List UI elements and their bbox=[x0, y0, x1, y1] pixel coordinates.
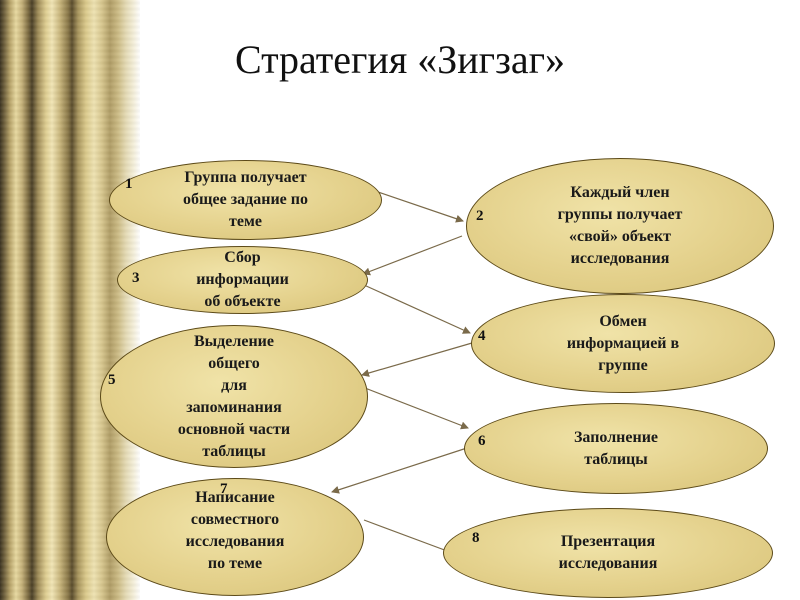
step-3-text: Сбор информации об объекте bbox=[196, 247, 289, 313]
step-8-number: 8 bbox=[472, 530, 480, 547]
step-4-text: Обмен информацией в группе bbox=[567, 311, 679, 377]
arrow-5-to-6 bbox=[365, 388, 468, 428]
step-5-oval: Выделение общего для запоминания основно… bbox=[100, 325, 368, 468]
step-6-oval: Заполнение таблицы bbox=[464, 403, 768, 494]
step-4-number: 4 bbox=[478, 328, 486, 345]
step-6-number: 6 bbox=[478, 433, 486, 450]
step-3-oval: Сбор информации об объекте bbox=[117, 246, 368, 314]
step-1-oval: Группа получает общее задание по теме bbox=[109, 160, 382, 240]
step-5-number: 5 bbox=[108, 372, 116, 389]
step-6-text: Заполнение таблицы bbox=[574, 427, 658, 471]
step-2-oval: Каждый член группы получает «свой» объек… bbox=[466, 158, 774, 294]
step-7-number: 7 bbox=[220, 481, 228, 498]
arrow-6-to-7 bbox=[332, 447, 470, 492]
step-8-text: Презентация исследования bbox=[559, 531, 658, 575]
step-4-oval: Обмен информацией в группе bbox=[471, 294, 775, 393]
step-2-number: 2 bbox=[476, 208, 484, 225]
step-5-text: Выделение общего для запоминания основно… bbox=[178, 331, 290, 463]
step-7-oval: Написание совместного исследования по те… bbox=[106, 478, 364, 596]
arrow-3-to-4 bbox=[364, 285, 470, 333]
arrow-2-to-3 bbox=[363, 236, 462, 274]
step-3-number: 3 bbox=[132, 270, 140, 287]
arrow-4-to-5 bbox=[362, 343, 472, 375]
step-8-oval: Презентация исследования bbox=[443, 508, 773, 598]
step-7-text: Написание совместного исследования по те… bbox=[186, 487, 285, 575]
step-1-text: Группа получает общее задание по теме bbox=[183, 167, 308, 233]
arrow-1-to-2 bbox=[378, 192, 463, 221]
step-1-number: 1 bbox=[125, 176, 133, 193]
step-2-text: Каждый член группы получает «свой» объек… bbox=[558, 182, 683, 270]
